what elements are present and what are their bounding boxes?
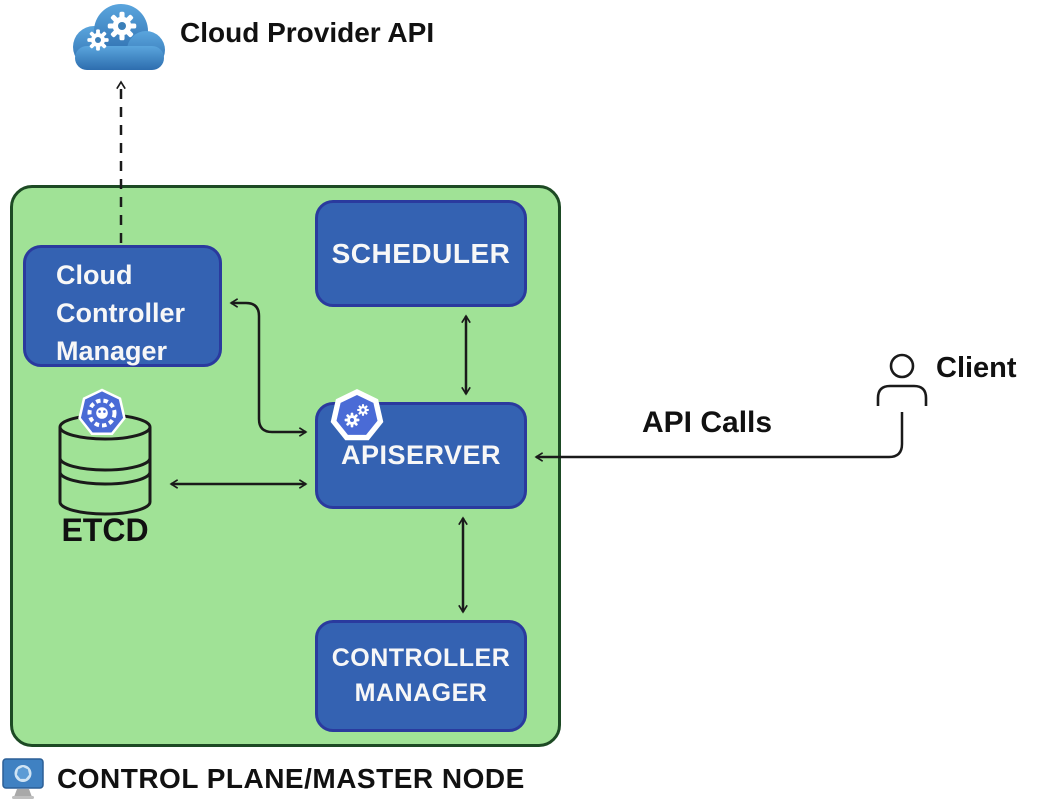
- controller-manager-line-1: CONTROLLER: [331, 644, 511, 672]
- cloud-provider-api-label: Cloud Provider API: [180, 17, 435, 48]
- node-cloud-controller-manager: Cloud Controller Manager: [23, 245, 222, 367]
- apiserver-kubernetes-icon: [330, 389, 384, 441]
- scheduler-label: SCHEDULER: [331, 237, 511, 269]
- node-controller-manager: CONTROLLER MANAGER: [315, 620, 527, 732]
- control-plane-caption: CONTROL PLANE/MASTER NODE: [57, 763, 525, 794]
- apiserver-label: APISERVER: [340, 440, 502, 470]
- node-monitor-icon: [2, 758, 44, 799]
- etcd-database-icon: [58, 388, 152, 516]
- etcd-label: ETCD: [61, 512, 149, 548]
- ccm-line-2: Controller: [56, 298, 186, 328]
- etcd-kubernetes-icon: [78, 388, 126, 435]
- client-label: Client: [936, 352, 1017, 384]
- cloud-provider-icon: [73, 4, 165, 70]
- ccm-line-1: Cloud: [56, 260, 133, 290]
- api-calls-label: API Calls: [642, 406, 773, 439]
- node-scheduler: SCHEDULER: [315, 200, 527, 307]
- controller-manager-line-2: MANAGER: [354, 679, 488, 707]
- ccm-line-3: Manager: [56, 336, 168, 366]
- client-person-icon: [876, 353, 928, 406]
- node-apiserver: APISERVER: [315, 402, 527, 509]
